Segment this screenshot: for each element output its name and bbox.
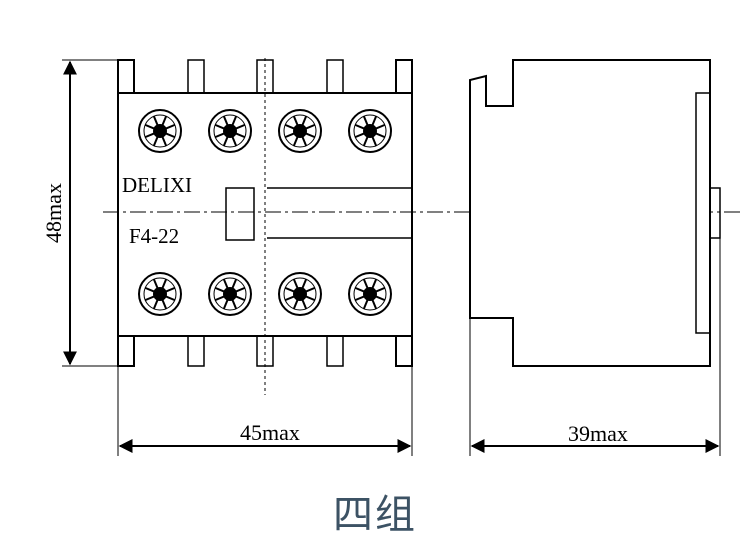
side-view bbox=[469, 59, 721, 367]
corner-tab-top-left bbox=[117, 59, 135, 94]
terminal-screw-bottom-1 bbox=[138, 272, 182, 316]
depth-dimension-label: 39max bbox=[568, 421, 628, 446]
corner-tab-bottom-left bbox=[117, 335, 135, 367]
terminal-screw-bottom-4 bbox=[348, 272, 392, 316]
caption: 四组 bbox=[333, 492, 417, 538]
front-view bbox=[117, 59, 413, 367]
corner-tab-bottom-right bbox=[395, 335, 413, 367]
height-dimension-label: 48max bbox=[41, 183, 66, 243]
terminal-screw-bottom-3 bbox=[278, 272, 322, 316]
terminal-screw-top-2 bbox=[208, 109, 252, 153]
side-body bbox=[469, 59, 711, 367]
model-label: F4-22 bbox=[129, 224, 179, 248]
terminal-screw-top-1 bbox=[138, 109, 182, 153]
terminal-screws bbox=[138, 109, 392, 316]
terminal-screw-top-4 bbox=[348, 109, 392, 153]
pin-top-3 bbox=[326, 59, 344, 94]
terminal-screw-bottom-2 bbox=[208, 272, 252, 316]
width-dimension-label: 45max bbox=[240, 420, 300, 445]
center-lines bbox=[103, 58, 740, 395]
pin-top-1 bbox=[187, 59, 205, 94]
dimension-lines bbox=[62, 59, 721, 456]
pin-bottom-1 bbox=[187, 335, 205, 367]
plunger-window bbox=[225, 187, 255, 241]
brand-label: DELIXI bbox=[122, 173, 192, 197]
terminal-screw-top-3 bbox=[278, 109, 322, 153]
pin-bottom-3 bbox=[326, 335, 344, 367]
corner-tab-top-right bbox=[395, 59, 413, 94]
side-plunger-tip bbox=[709, 187, 721, 239]
